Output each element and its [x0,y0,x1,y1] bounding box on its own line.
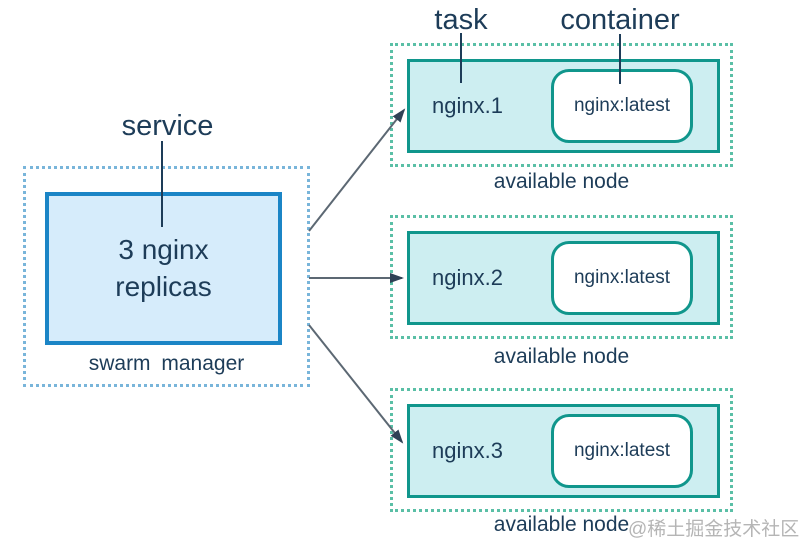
replicas-line1: 3 nginx [118,233,209,265]
available-node-3: nginx.3 nginx:latest [390,388,733,512]
container-image-3: nginx:latest [573,440,671,461]
container-box-2: nginx:latest [551,241,693,315]
swarm-manager-dashed-box [23,166,310,387]
task-name-1: nginx.1 [432,93,503,118]
swarm-manager-caption: swarm manager [88,352,245,375]
replicas-line2: replicas [115,270,212,302]
arrow-to-node-3 [308,324,404,444]
available-node-caption-3: available node [493,513,630,536]
task-box-2: nginx.2 nginx:latest [407,231,720,325]
replicas-text: 3 nginx replicas [115,232,211,306]
task-name-3: nginx.3 [432,438,503,463]
container-box-3: nginx:latest [551,414,693,488]
available-node-caption-1: available node [493,170,630,193]
service-box: 3 nginx replicas [45,192,282,345]
available-node-2: nginx.2 nginx:latest [390,215,733,339]
task-box-3: nginx.3 nginx:latest [407,404,720,498]
available-node-caption-2: available node [493,345,630,368]
service-label: service [121,110,214,142]
container-image-2: nginx:latest [573,267,671,288]
container-label: container [560,4,680,36]
available-node-1: nginx.1 nginx:latest [390,43,733,167]
task-label: task [434,4,488,36]
task-name-2: nginx.2 [432,265,503,290]
container-box-1: nginx:latest [551,69,693,143]
watermark: @稀土掘金技术社区 [628,519,800,540]
task-box-1: nginx.1 nginx:latest [407,59,720,153]
container-image-1: nginx:latest [573,95,671,116]
